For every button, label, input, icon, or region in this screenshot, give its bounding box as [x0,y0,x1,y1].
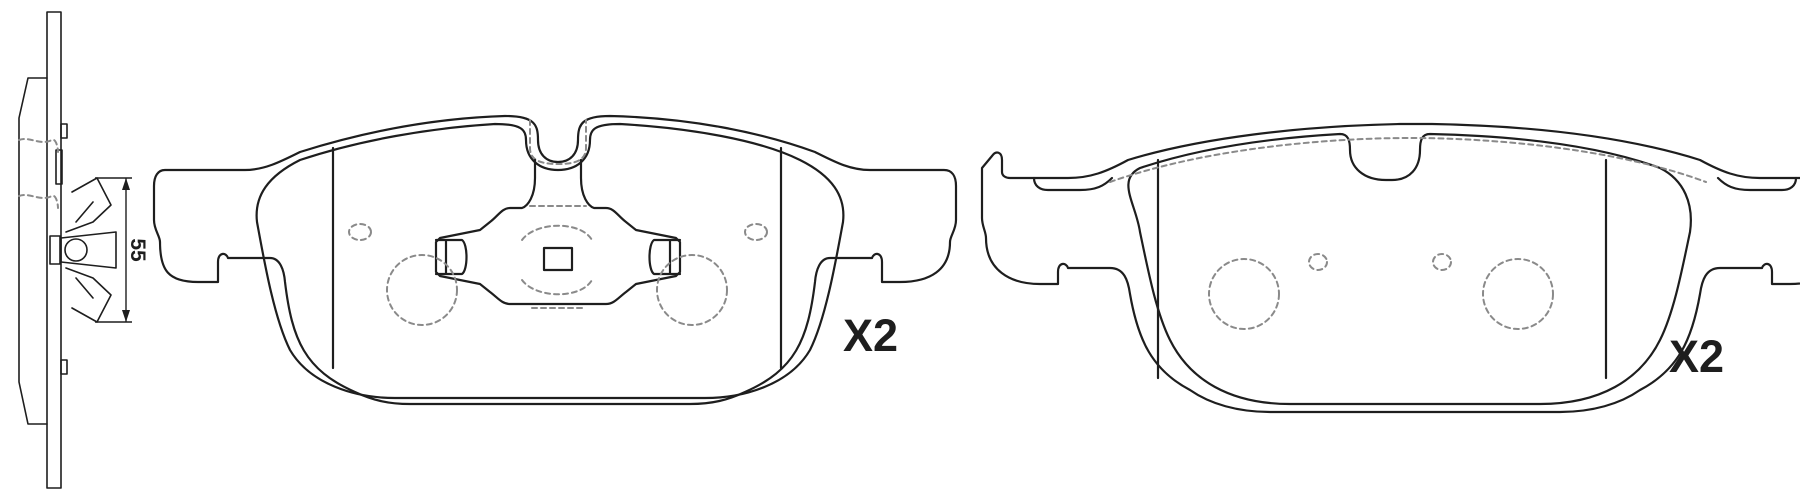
dimension-arrow-bottom [122,310,130,322]
inner-pad-quantity-label: X2 [843,310,898,361]
outer-pad-hidden-pin-right [1432,253,1452,271]
outer-pad-hidden-hole-left [1208,258,1280,330]
inner-pad-clip-hidden-upper [521,224,593,241]
clip-pivot [64,238,88,262]
outer-pad-plate-step-right [1716,176,1798,192]
dimension-value: 55 [126,238,149,262]
inner-pad-hidden-hole-right [656,254,728,326]
outer-pad-friction-material [1127,132,1692,406]
inner-pad-backing-plate [152,114,958,406]
hidden-edge-upper [18,138,59,153]
inner-pad-centre-window [542,246,574,272]
outer-pad-hidden-edge [1109,136,1707,183]
outer-pad-hidden-hole-right [1482,258,1554,330]
inner-pad-clip-ear-left [434,238,468,276]
inner-pad-wear-slot-hidden [529,119,587,166]
outer-pad: X2 [980,122,1800,414]
spring-clip [60,177,117,323]
outer-pad-backing-plate [980,122,1800,414]
clip-mount [49,235,61,265]
hidden-edge-lower [18,194,59,209]
inner-pad-friction-material [255,122,845,400]
plate-boss [55,149,63,185]
inner-pad-hidden-pin-left [348,223,372,241]
dimension-arrow-top [122,178,130,190]
inner-pad-hidden-hole-left [386,254,458,326]
inner-pad-clip-hidden-lower [521,279,593,296]
side-view: 55 [18,11,149,489]
inner-pad-clip-ear-right [648,238,682,276]
plate-tab-bottom [60,359,68,375]
inner-pad-spring-clip [434,158,682,306]
outer-pad-plate-step-left [1032,176,1114,192]
inner-pad-hidden-pin-right [744,223,768,241]
backing-plate-profile [46,11,62,489]
plate-tab-top [60,123,68,139]
inner-pad: X2 [152,114,958,406]
outer-pad-hidden-pin-left [1308,253,1328,271]
friction-material-profile [18,77,48,425]
outer-pad-quantity-label: X2 [1669,331,1724,382]
